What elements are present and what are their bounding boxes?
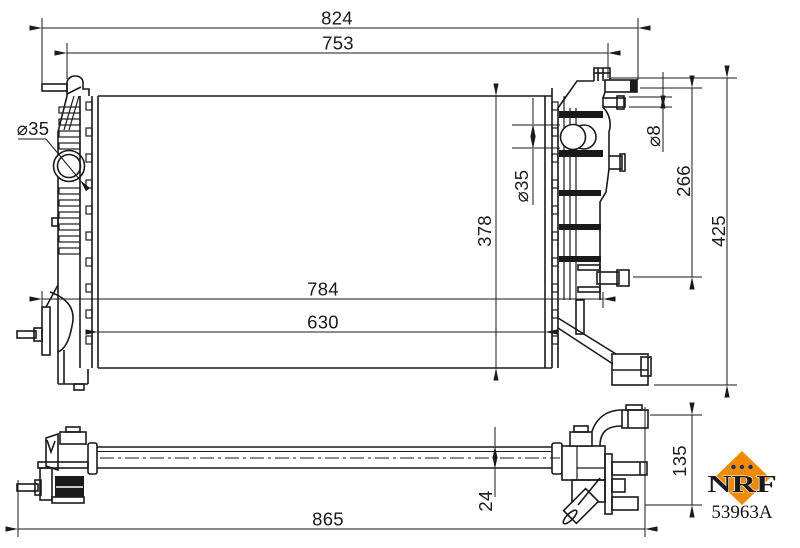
nrf-logo-diamond	[714, 451, 770, 505]
dimension-labels: 824 753 784 630 865 378 425 266 ⌀8 ⌀35 2…	[17, 8, 729, 530]
dim-425-label: 425	[708, 215, 729, 247]
dim-378-label: 378	[474, 215, 495, 247]
dim-630-label: 630	[307, 312, 339, 333]
nrf-logo: NRF 53963A	[707, 451, 777, 523]
dim-d35-left-label: ⌀35	[17, 118, 50, 139]
nrf-logo-text: NRF	[707, 471, 776, 498]
left-port-leader	[18, 138, 90, 192]
dim-135-label: 135	[669, 445, 690, 477]
dim-824-label: 824	[321, 8, 353, 29]
dim-266-label: 266	[673, 165, 694, 197]
dimension-lines	[5, 18, 737, 537]
dim-753-label: 753	[322, 33, 354, 54]
nrf-logo-dots	[731, 464, 753, 470]
part-number: 53963A	[711, 502, 773, 523]
dim-24-label: 24	[475, 490, 496, 511]
main-view	[16, 67, 652, 391]
dim-d35-right-label: ⌀35	[511, 170, 532, 203]
dim-d8-label: ⌀8	[643, 125, 664, 147]
bottom-view	[16, 404, 649, 525]
dim-784-label: 784	[307, 279, 339, 300]
dim-865-label: 865	[312, 509, 344, 530]
